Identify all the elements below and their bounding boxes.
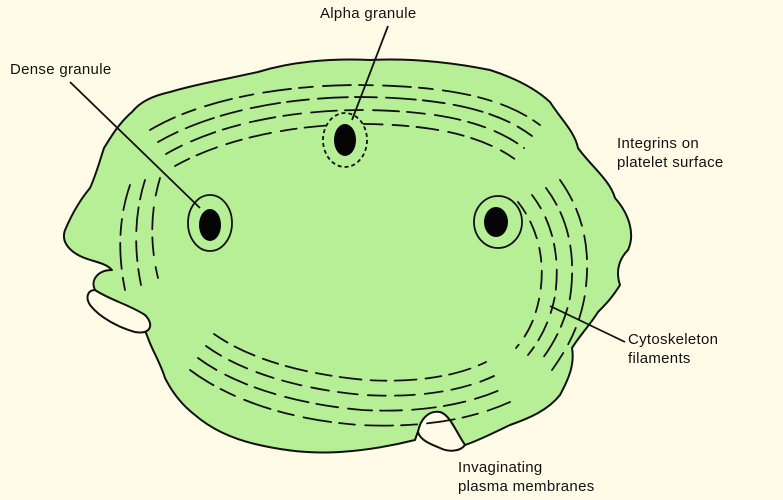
label-cytoskeleton-line1: Cytoskeleton xyxy=(628,330,718,349)
right-granule xyxy=(474,196,522,248)
dense-granule-core xyxy=(199,209,221,241)
label-invaginating-line2: plasma membranes xyxy=(458,477,595,496)
label-dense-granule: Dense granule xyxy=(10,60,111,79)
alpha-granule-core xyxy=(334,124,356,156)
label-alpha-granule-text: Alpha granule xyxy=(320,4,416,23)
label-alpha-granule: Alpha granule xyxy=(320,4,416,23)
alpha-granule xyxy=(323,113,367,167)
label-integrins-line2: platelet surface xyxy=(617,153,724,172)
label-dense-granule-text: Dense granule xyxy=(10,60,111,79)
label-integrins: Integrins on platelet surface xyxy=(617,134,724,172)
label-invaginating-line1: Invaginating xyxy=(458,458,595,477)
label-integrins-line1: Integrins on xyxy=(617,134,724,153)
right-granule-core xyxy=(484,207,508,237)
label-cytoskeleton: Cytoskeleton filaments xyxy=(628,330,718,368)
label-cytoskeleton-line2: filaments xyxy=(628,349,718,368)
label-invaginating: Invaginating plasma membranes xyxy=(458,458,595,496)
